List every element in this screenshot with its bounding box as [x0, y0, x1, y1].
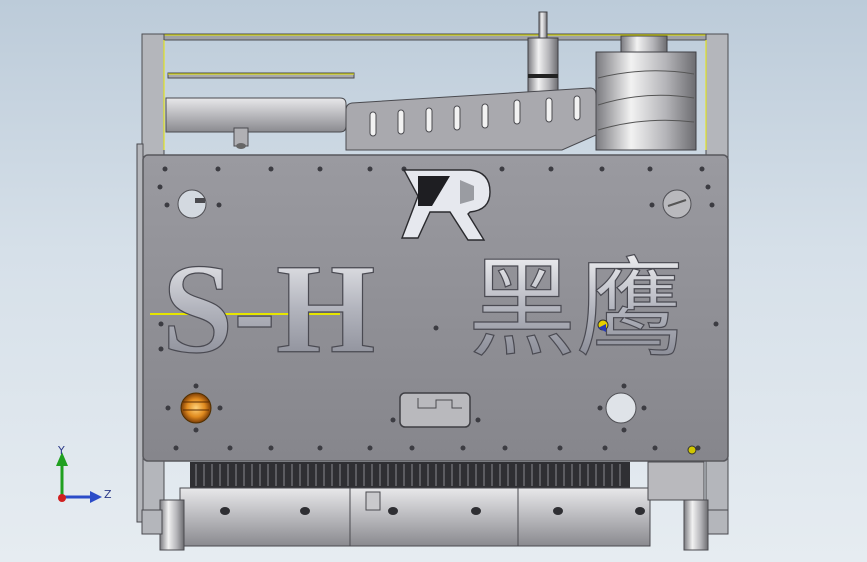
bearing-orange	[180, 392, 212, 424]
axis-y-label: Y	[57, 444, 65, 457]
large-hole-top-left	[177, 189, 207, 219]
svg-text:黑鹰: 黑鹰	[468, 247, 684, 372]
upper-belt	[165, 97, 347, 149]
logo-cutout-chinese: 黑鹰	[467, 246, 684, 372]
mount-holes	[157, 184, 719, 433]
upper-rail	[167, 72, 355, 79]
bottom-bolt-row	[173, 445, 701, 451]
axis-z-label: Z	[104, 488, 112, 501]
slotted-bracket	[345, 87, 597, 151]
large-hole-bottom-right	[605, 392, 637, 424]
logo-cutout-sh: S-H	[161, 237, 376, 380]
main-plate[interactable]	[136, 143, 729, 523]
logo-letter-s: S-H	[162, 238, 375, 380]
coordinate-triad-icon: Y Z	[56, 444, 112, 503]
base-plate	[141, 445, 729, 551]
brand-logo-icon: R	[400, 169, 491, 241]
indicator-decal-icon	[597, 319, 609, 332]
center-slot	[399, 392, 471, 428]
motor-cylinder	[595, 35, 697, 151]
large-hole-top-right	[662, 189, 692, 219]
roller-comb	[190, 462, 630, 488]
top-bolt-row	[162, 166, 705, 172]
